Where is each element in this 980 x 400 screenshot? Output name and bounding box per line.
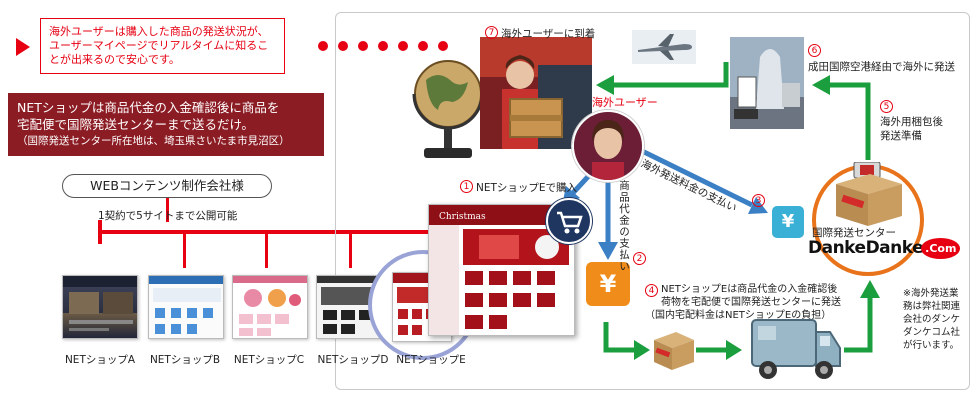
step-1-number: 1 [460, 180, 473, 193]
arrow-head-truck [726, 340, 742, 360]
shop-e-large-image: Christmas [429, 205, 574, 335]
shop-b-image [149, 276, 223, 334]
connector-dot [418, 41, 428, 51]
step-7-number: 7 [485, 26, 498, 39]
tree-drop-d [349, 232, 352, 268]
connector-dot [398, 41, 408, 51]
step-7-text: 海外ユーザーに到着 [501, 28, 596, 40]
step-6-label: 6 成田国際空港経由で海外に発送 [808, 40, 955, 74]
connector-dot [318, 41, 328, 51]
shop-process-banner: NETショップは商品代金の入金確認後に商品を 宅配便で国際発送センターまで送るだ… [8, 93, 324, 156]
footnote: ※海外発送業務は弊社関連会社のダンケダンケコム社が行います。 [903, 288, 961, 351]
banner-address-text: （国際発送センター所在地は、埼玉県さいたま市見沼区） [17, 135, 290, 147]
step-4-text: NETショップEは商品代金の入金確認後 荷物を宅配便で国際発送センターに発送 （… [645, 284, 841, 321]
connector-dot [338, 41, 348, 51]
user-face-image [574, 112, 642, 180]
flow-frame [335, 12, 970, 390]
shop-d-label: NETショップD [317, 354, 389, 366]
arrow-head-user [596, 75, 614, 95]
yen-shipping-fee-icon: ¥ [772, 206, 804, 238]
arrow-yen-to-box [603, 322, 636, 353]
tree-left-cap [98, 220, 102, 244]
step-5-number: 5 [880, 100, 893, 113]
center-label: 国際発送センター [812, 227, 896, 239]
step-3-number-wrap: 3 [752, 190, 768, 209]
arrow-airport-to-user [612, 62, 729, 88]
tree-drop-c [265, 232, 268, 268]
shop-c-label: NETショップC [233, 354, 305, 366]
delivery-truck-icon [751, 319, 841, 379]
yen-payment-icon: ¥ [586, 262, 630, 306]
tree-drop-b [183, 232, 186, 268]
arrow-center-to-airport [830, 82, 871, 160]
brand-suffix: .Com [921, 238, 961, 259]
step-3-number: 3 [752, 194, 765, 207]
connector-dot [438, 41, 448, 51]
overseas-user-label: 海外ユーザー [592, 96, 658, 109]
step-1-text: NETショップEで購入 [476, 182, 578, 194]
contract-note: 1契約で5サイトまで公開可能 [98, 210, 238, 222]
globe-icon [412, 60, 484, 158]
shop-a-label: NETショップA [64, 354, 136, 366]
tracking-note: 海外ユーザーは購入した商品の発送状況が、 ユーザーマイページでリアルタイムに知る… [40, 18, 285, 74]
shop-a-thumbnail[interactable] [62, 275, 138, 339]
step-4-number: 4 [645, 284, 658, 297]
step-2-number: 2 [633, 252, 646, 265]
overseas-user-avatar [572, 110, 644, 182]
arrow-head-airport [812, 75, 830, 95]
fragile-package-icon [836, 162, 902, 226]
cart-icon [546, 198, 592, 244]
shop-a-image [69, 292, 133, 331]
web-company-label: WEBコンテンツ制作会社様 [62, 174, 272, 198]
shop-b-thumbnail[interactable] [148, 275, 224, 339]
tree-stem [166, 198, 169, 222]
step-2-number-wrap: 2 [633, 248, 649, 267]
step-6-number: 6 [808, 44, 821, 57]
brand-logo: DankeDanke.Com [808, 238, 961, 259]
step-2-text: 商品代金の支払い [618, 180, 630, 272]
arrow-user-to-center [638, 147, 754, 208]
connector-dot [378, 41, 388, 51]
shop-e-label: NETショップE [396, 354, 466, 366]
shop-b-label: NETショップB [149, 354, 221, 366]
banner-main-text: NETショップは商品代金の入金確認後に商品を 宅配便で国際発送センターまで送るだ… [17, 100, 280, 132]
arrow-head-box [634, 340, 650, 360]
shop-c-image [233, 276, 307, 336]
step-4-label: 4 NETショップEは商品代金の入金確認後 荷物を宅配便で国際発送センターに発送… [645, 283, 880, 322]
package-box-icon [654, 332, 694, 370]
step-5-text: 海外用梱包後 発送準備 [880, 116, 943, 142]
pointer-triangle-icon [16, 38, 30, 56]
arrow-head-yen [598, 242, 618, 260]
airport-photo [730, 37, 804, 129]
shop-e-thumb-title: Christmas [439, 212, 486, 222]
arrow-truck-to-center [844, 296, 873, 353]
brand-name: DankeDanke [808, 238, 924, 258]
shop-c-thumbnail[interactable] [232, 275, 308, 339]
connector-dot [358, 41, 368, 51]
step-6-text: 成田国際空港経由で海外に発送 [808, 61, 955, 73]
delivery-photo [480, 37, 592, 149]
step-5-label: 5 海外用梱包後 発送準備 [880, 96, 943, 143]
arrow-head-center [860, 280, 880, 298]
airplane-icon [632, 30, 696, 64]
